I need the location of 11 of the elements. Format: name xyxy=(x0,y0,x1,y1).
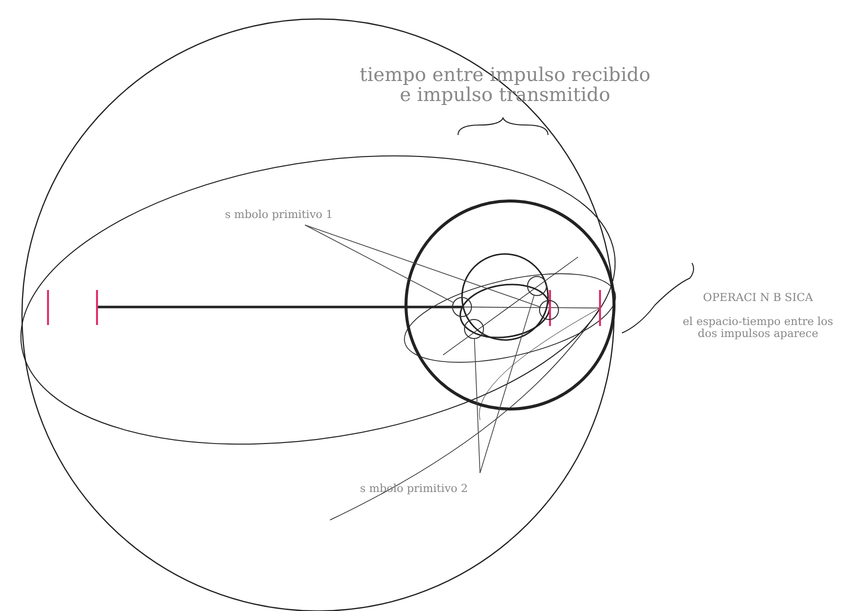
leader-line xyxy=(480,295,534,474)
symbol-circle xyxy=(527,276,547,296)
symbol-circle xyxy=(464,319,484,339)
annotation-text: el espacio-tiempo entre los dos impulsos aparece xyxy=(682,316,834,340)
symbol-circle xyxy=(539,300,559,320)
callout-label: s mbolo primitivo 1 xyxy=(225,208,333,221)
leader-line xyxy=(474,338,480,474)
leader-line xyxy=(304,224,540,308)
leader-line xyxy=(304,224,454,303)
heading-text: OPERACI N B SICA xyxy=(702,292,814,304)
symbol-circle xyxy=(452,297,472,317)
